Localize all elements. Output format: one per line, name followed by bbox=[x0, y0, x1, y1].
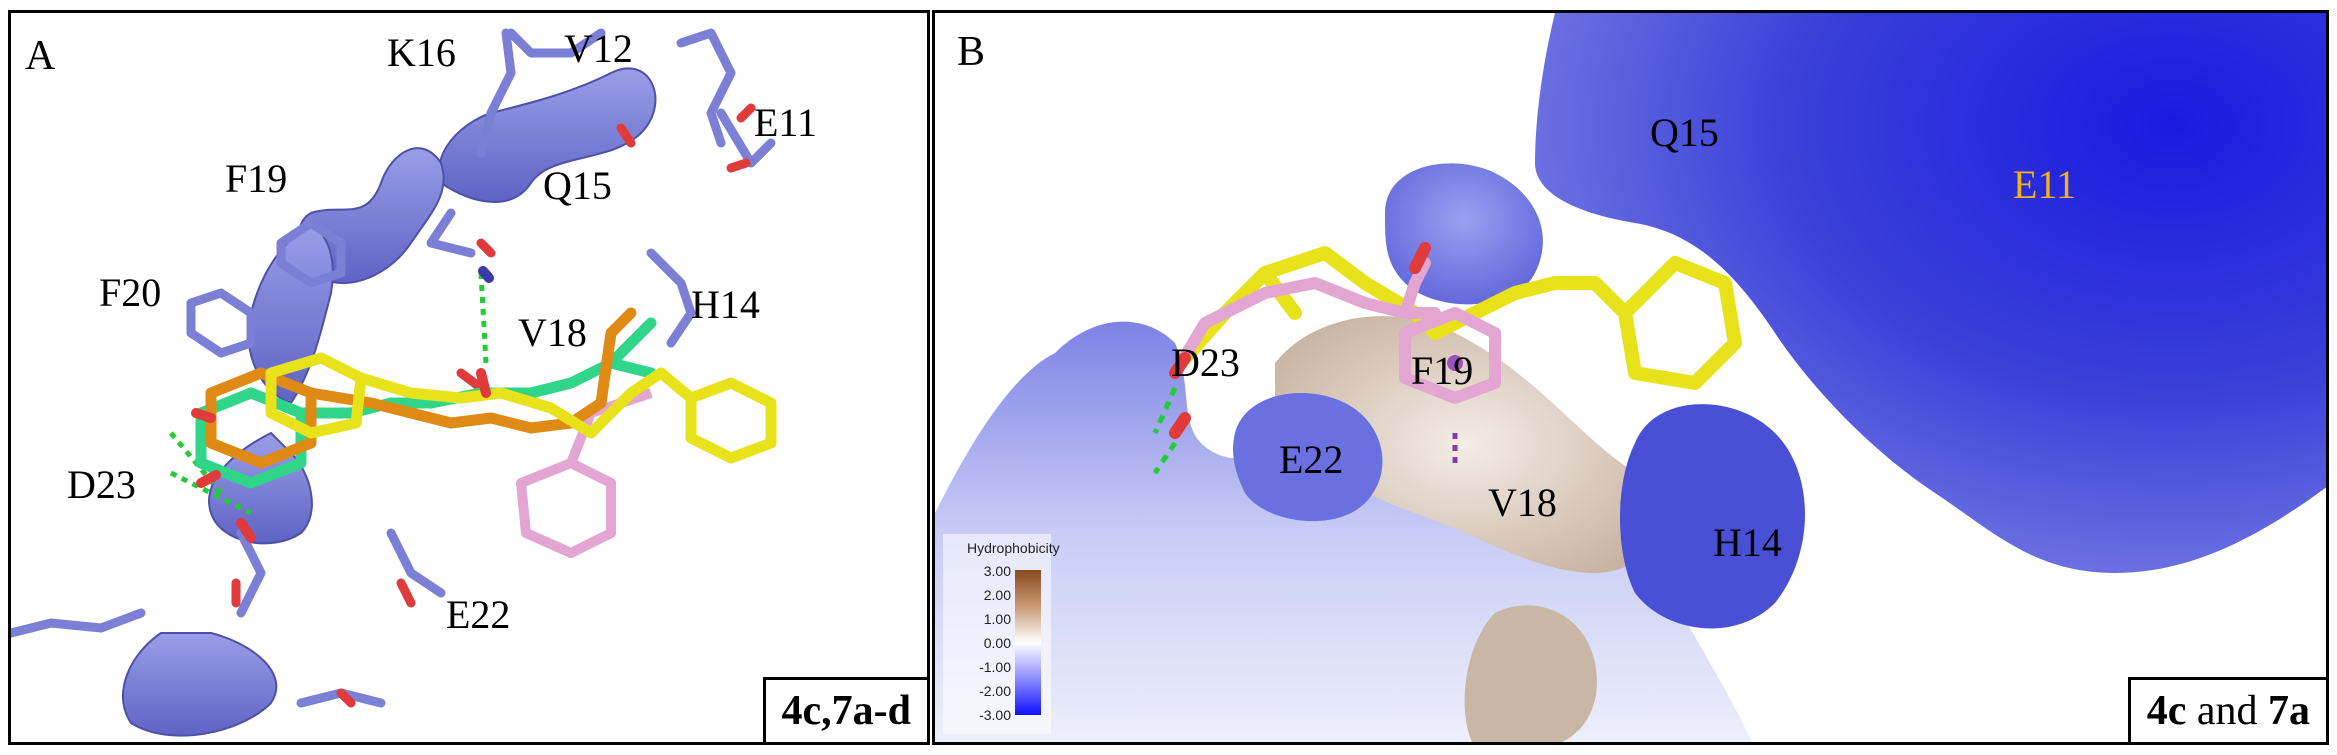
legend-tick: 1.00 bbox=[983, 611, 1011, 627]
panel-a-caption: 4c,7a-d bbox=[762, 677, 927, 742]
surface-hydrophobic-patch bbox=[1275, 316, 1656, 573]
panel-b: B Q15 E11 D23 F19 E22 V18 H14 Hydrophobi… bbox=[932, 10, 2329, 745]
label-f19: F19 bbox=[225, 156, 288, 201]
ligand-oxygens bbox=[1169, 242, 1431, 439]
label-e11: E11 bbox=[754, 100, 817, 145]
ligand-yellow bbox=[265, 352, 777, 464]
pi-interaction bbox=[1447, 355, 1463, 468]
ligand-orange bbox=[205, 307, 637, 469]
caption-compound-2: 7a bbox=[2268, 688, 2310, 734]
legend-tick: 3.00 bbox=[983, 563, 1011, 579]
legend-tick: 2.00 bbox=[983, 587, 1011, 603]
caption-joiner: and bbox=[2186, 688, 2268, 734]
label-q15-b: Q15 bbox=[1650, 110, 1719, 155]
legend-tick: -3.00 bbox=[979, 707, 1011, 723]
side-chains bbox=[11, 28, 776, 708]
legend-color-bar bbox=[1015, 570, 1041, 715]
panel-a-letter: A bbox=[25, 33, 56, 79]
surface-tan-lower bbox=[1464, 605, 1597, 742]
label-e22: E22 bbox=[446, 592, 511, 637]
legend-tick: -2.00 bbox=[979, 683, 1011, 699]
ligand-7a-pink bbox=[1169, 257, 1501, 404]
label-v18: V18 bbox=[518, 310, 587, 355]
label-v18-b: V18 bbox=[1488, 480, 1557, 525]
surface-h14-region bbox=[1620, 404, 1805, 629]
label-e11-b: E11 bbox=[2013, 162, 2076, 207]
label-f20: F20 bbox=[99, 270, 162, 315]
label-k16: K16 bbox=[387, 30, 456, 75]
hydrogen-bonds bbox=[1152, 386, 1178, 475]
legend-tick: 0.00 bbox=[983, 635, 1011, 651]
hydrophobicity-legend: Hydrophobicity 3.00 2.00 1.00 0.00 -1.00… bbox=[943, 534, 1060, 734]
label-v12: V12 bbox=[564, 26, 633, 71]
oxygen-atoms bbox=[231, 103, 756, 708]
surface-e22-region bbox=[1233, 393, 1383, 522]
panel-b-caption: 4c and 7a bbox=[2127, 677, 2326, 742]
legend-tick: -1.00 bbox=[979, 659, 1011, 675]
panel-b-letter: B bbox=[957, 29, 986, 75]
panel-a-structure bbox=[11, 28, 777, 737]
label-f19-b: F19 bbox=[1411, 348, 1474, 393]
panel-a: A K16 V12 E11 F19 Q15 F20 H14 V18 D23 E2… bbox=[8, 10, 930, 745]
label-h14-b: H14 bbox=[1713, 520, 1782, 565]
legend-title: Hydrophobicity bbox=[967, 540, 1060, 556]
label-q15: Q15 bbox=[543, 163, 612, 208]
label-e22-b: E22 bbox=[1279, 437, 1344, 482]
surface-right-region bbox=[1535, 13, 2326, 573]
label-h14: H14 bbox=[691, 282, 760, 327]
ligand-oxygens bbox=[191, 368, 491, 543]
label-d23: D23 bbox=[67, 462, 136, 507]
panel-a-caption-text: 4c,7a-d bbox=[781, 688, 912, 734]
caption-compound-1: 4c bbox=[2146, 688, 2187, 734]
panel-b-surface bbox=[935, 13, 2326, 742]
nitrogen-atom bbox=[478, 266, 494, 283]
label-d23-b: D23 bbox=[1171, 340, 1240, 385]
